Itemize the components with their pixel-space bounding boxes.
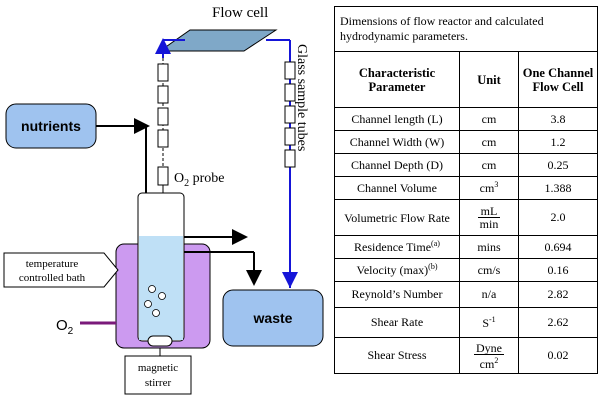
reactor-liquid [139, 236, 183, 340]
waste-box [222, 289, 324, 347]
value-cell: 2.0 [518, 199, 598, 236]
parameters-table: Dimensions of flow reactor and calculate… [334, 6, 598, 374]
table-row: Channel Depth (D) cm 0.25 [334, 153, 598, 177]
bath-label-line1: temperature [26, 258, 79, 270]
o2-probe-label: O2 probe [174, 171, 225, 189]
table-row: Channel length (L) cm 3.8 [334, 107, 598, 131]
unit-cell: cm3 [459, 176, 519, 200]
nutrients-label: nutrients [21, 118, 81, 134]
unit-cell: cm/s [459, 258, 519, 282]
bubble [144, 300, 152, 308]
value-cell: 1.2 [518, 130, 598, 154]
param-cell: Shear Rate [334, 307, 460, 338]
unit-cell: n/a [459, 281, 519, 308]
sample-tube-right-3 [284, 105, 296, 124]
bubble [148, 285, 156, 293]
value-cell: 2.82 [518, 281, 598, 308]
magnetic-stirrer [124, 355, 192, 395]
sample-tubes-label: Glass sample tubes [294, 44, 309, 151]
table-row: Shear Rate S-1 2.62 [334, 307, 598, 338]
header-unit: Unit [459, 51, 519, 108]
param-cell: Channel length (L) [334, 107, 460, 131]
value-cell: 0.25 [518, 153, 598, 177]
sample-tube-right-2 [284, 83, 296, 102]
value-cell: 1.388 [518, 176, 598, 200]
value-cell: 3.8 [518, 107, 598, 131]
param-cell: Velocity (max)(b) [334, 258, 460, 282]
header-parameter: Characteristic Parameter [334, 51, 460, 108]
sample-tube-left-1 [157, 63, 169, 82]
table-caption: Dimensions of flow reactor and calculate… [334, 6, 598, 52]
flow-reactor-diagram: Flow cell Glass sample tubes O2 probe nu… [3, 5, 324, 395]
stirrer-label-line1: magnetic [138, 362, 178, 374]
sample-tube-right-1 [284, 61, 296, 80]
param-cell: Shear Stress [334, 337, 460, 374]
param-cell: Reynold’s Number [334, 281, 460, 308]
unit-cell: S-1 [459, 307, 519, 338]
sample-tube-left-4 [157, 129, 169, 148]
param-cell: Channel Depth (D) [334, 153, 460, 177]
sample-tube-right-4 [284, 127, 296, 146]
value-cell: 0.694 [518, 235, 598, 259]
sample-tube-left-2 [157, 85, 169, 104]
value-cell: 0.02 [518, 337, 598, 374]
table-row: Velocity (max)(b) cm/s 0.16 [334, 258, 598, 282]
o2-probe [157, 166, 169, 186]
unit-cell: cm [459, 130, 519, 154]
o2-gas-label: O2 [56, 317, 74, 337]
unit-cell: cm [459, 153, 519, 177]
value-cell: 2.62 [518, 307, 598, 338]
bubble [158, 292, 166, 300]
param-cell: Channel Width (W) [334, 130, 460, 154]
parameters-table-wrap: Dimensions of flow reactor and calculate… [334, 6, 598, 374]
param-cell: Channel Volume [334, 176, 460, 200]
value-cell: 0.16 [518, 258, 598, 282]
table-row: Channel Volume cm3 1.388 [334, 176, 598, 200]
unit-cell: cm [459, 107, 519, 131]
waste-label: waste [253, 310, 293, 326]
table-row: Residence Time(a) mins 0.694 [334, 235, 598, 259]
header-value: One Channel Flow Cell [518, 51, 598, 108]
flow-cell-label: Flow cell [212, 5, 268, 21]
stir-bar [147, 335, 173, 347]
param-cell: Residence Time(a) [334, 235, 460, 259]
sample-tube-right-5 [284, 149, 296, 168]
stirrer-label-line2: stirrer [145, 377, 172, 389]
sample-tube-left-3 [157, 107, 169, 126]
unit-cell: mins [459, 235, 519, 259]
table-row: Channel Width (W) cm 1.2 [334, 130, 598, 154]
bath-callout [3, 252, 119, 288]
bubble [152, 309, 160, 317]
bath-label-line2: controlled bath [19, 272, 86, 284]
param-cell: Volumetric Flow Rate [334, 199, 460, 236]
table-row: Reynold’s Number n/a 2.82 [334, 281, 598, 308]
